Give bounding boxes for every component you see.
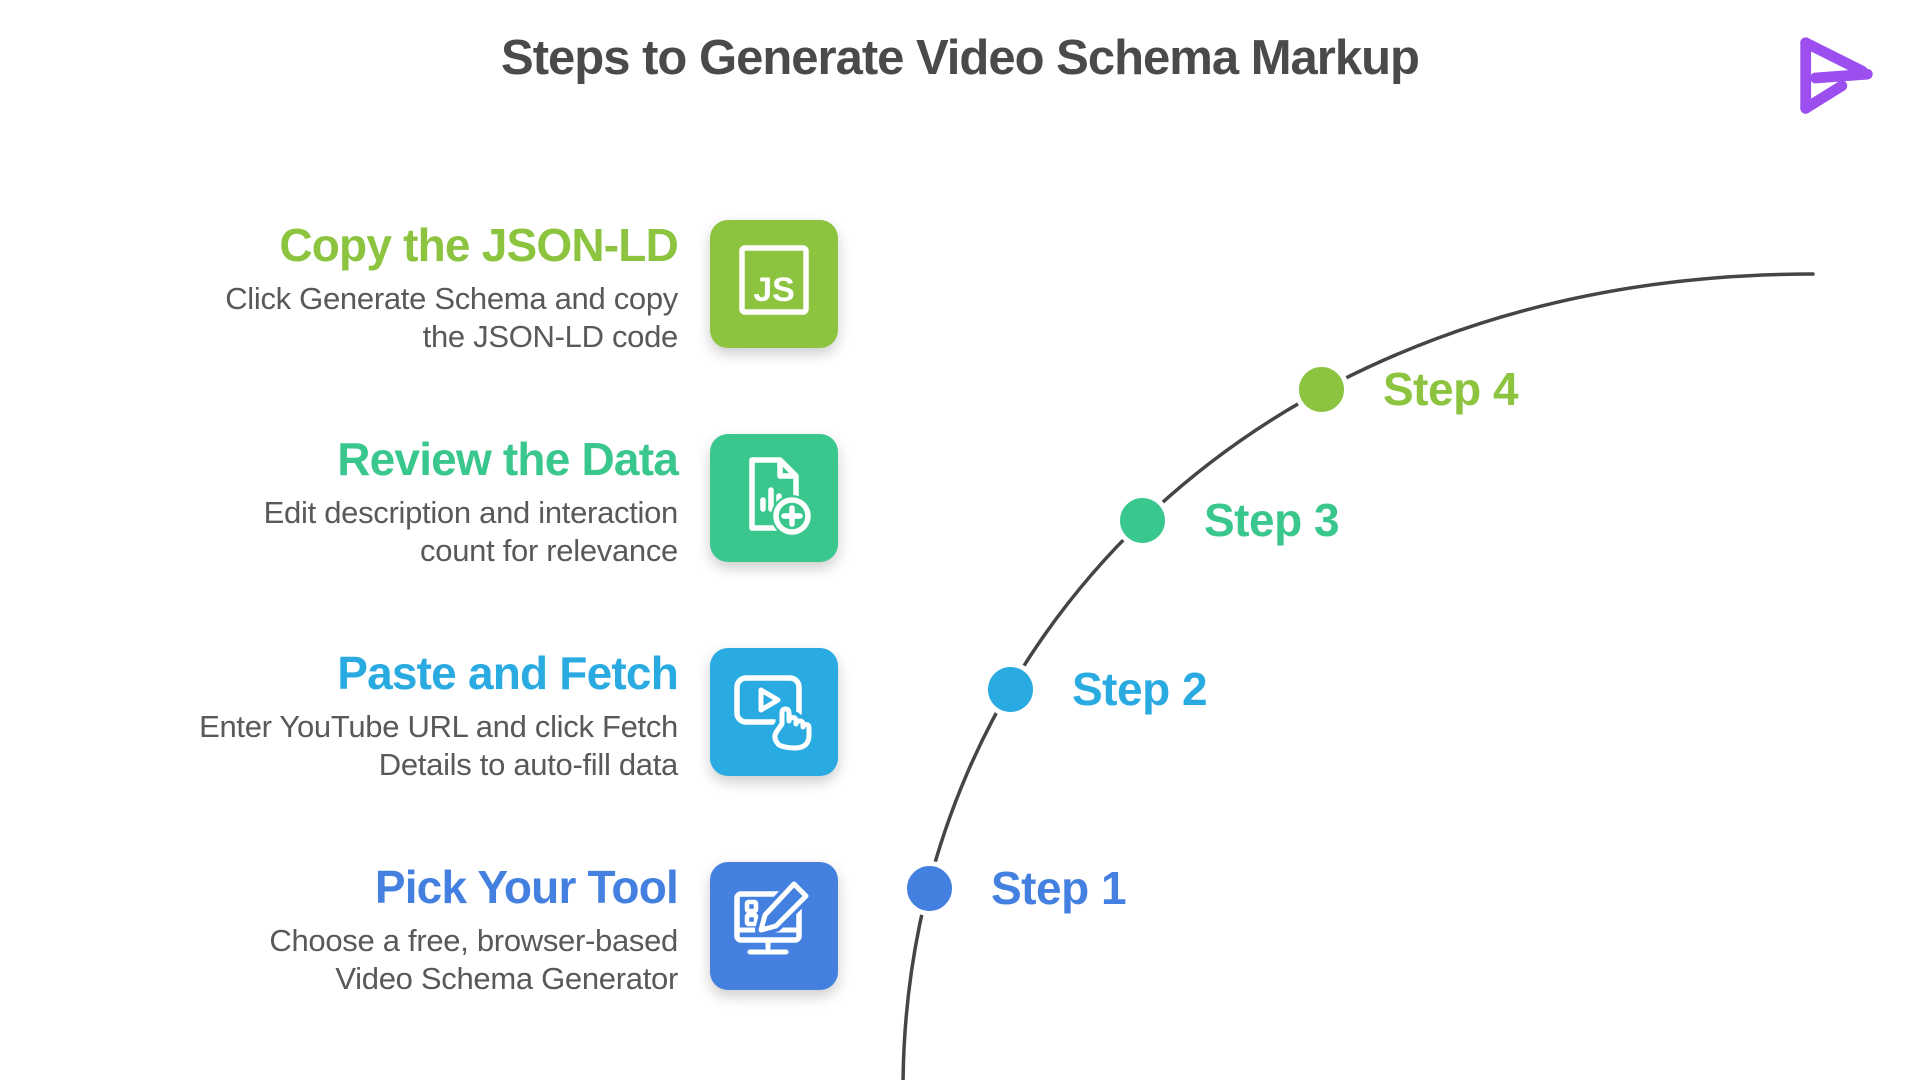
- step-3-description: Edit description and interaction count f…: [263, 494, 679, 570]
- document-chart-add-icon: [710, 434, 838, 562]
- step-2-heading: Paste and Fetch: [337, 647, 679, 699]
- step-row-2: Paste and Fetch Enter YouTube URL and cl…: [0, 648, 838, 784]
- step-row-3: Review the Data Edit description and int…: [0, 434, 838, 570]
- step-4-desc-line1: Click Generate Schema and copy: [225, 281, 678, 316]
- svg-text:JS: JS: [753, 271, 795, 309]
- play-logo-icon: [1792, 34, 1880, 122]
- step-3-label: Step 3: [1204, 493, 1340, 546]
- step-3-heading: Review the Data: [337, 433, 679, 485]
- step-4-label: Step 4: [1383, 362, 1519, 415]
- step-2-text: Paste and Fetch Enter YouTube URL and cl…: [199, 647, 679, 784]
- step-1-dot: [902, 861, 957, 916]
- step-4-heading: Copy the JSON-LD: [279, 219, 678, 271]
- video-play-hand-icon: [710, 648, 838, 776]
- step-1-text: Pick Your Tool Choose a free, browser-ba…: [269, 862, 678, 998]
- step-3-desc-line2: count for relevance: [420, 533, 678, 568]
- step-1-label: Step 1: [991, 861, 1127, 914]
- step-2-desc-line1: Enter YouTube URL and click Fetch: [199, 709, 678, 744]
- step-1-desc-line2: Video Schema Generator: [335, 961, 678, 996]
- step-2-description: Enter YouTube URL and click Fetch Detail…: [199, 708, 678, 784]
- step-1-description: Choose a free, browser-based Video Schem…: [269, 922, 678, 998]
- step-1-heading: Pick Your Tool: [374, 861, 679, 913]
- step-3-dot: [1115, 493, 1170, 548]
- js-badge-icon: JS: [710, 220, 838, 348]
- step-row-1: Pick Your Tool Choose a free, browser-ba…: [0, 862, 838, 998]
- monitor-edit-icon: [710, 862, 838, 990]
- step-4-desc-line2: the JSON-LD code: [422, 319, 679, 354]
- step-3-text: Review the Data Edit description and int…: [263, 433, 679, 570]
- step-4-dot: [1294, 362, 1349, 417]
- step-2-desc-line2: Details to auto-fill data: [378, 747, 679, 782]
- step-row-4: Copy the JSON-LD Click Generate Schema a…: [0, 220, 838, 356]
- step-4-text: Copy the JSON-LD Click Generate Schema a…: [225, 219, 679, 356]
- step-1-desc-line1: Choose a free, browser-based: [269, 923, 678, 958]
- page-title: Steps to Generate Video Schema Markup: [501, 31, 1420, 85]
- step-4-description: Click Generate Schema and copy the JSON-…: [225, 280, 678, 356]
- step-2-dot: [983, 662, 1038, 717]
- step-3-desc-line1: Edit description and interaction: [263, 495, 679, 530]
- step-2-label: Step 2: [1072, 662, 1208, 715]
